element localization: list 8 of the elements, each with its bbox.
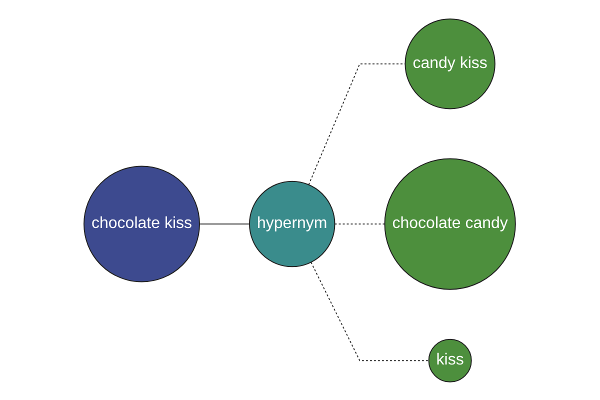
node-circle: chocolate candy — [384, 158, 516, 290]
connector — [334, 223, 386, 224]
node-circle: hypernym — [249, 180, 336, 267]
node-circle: kiss — [428, 338, 472, 382]
node-circle: chocolate kiss — [84, 165, 200, 282]
node-circle: candy kiss — [405, 18, 496, 109]
connector — [199, 223, 250, 224]
connector — [310, 261, 430, 361]
